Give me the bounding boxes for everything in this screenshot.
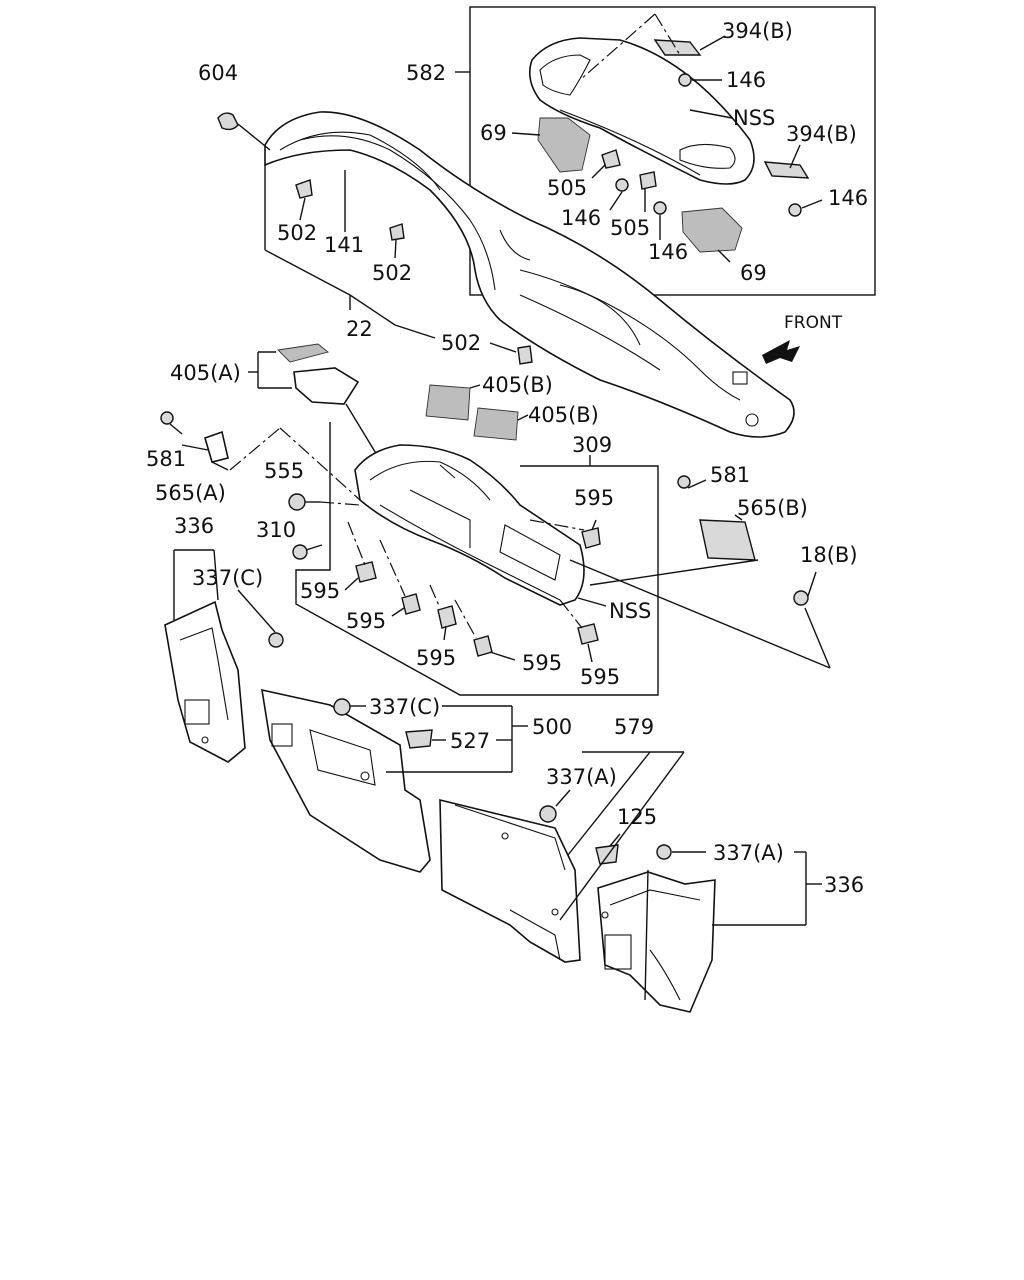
label-581-left: 581 bbox=[146, 447, 186, 471]
label-146-right: 146 bbox=[828, 186, 868, 210]
label-565a: 565(A) bbox=[155, 481, 226, 505]
label-405a: 405(A) bbox=[170, 361, 241, 385]
label-337c-mid: 337(C) bbox=[369, 695, 440, 719]
frame-309 bbox=[288, 422, 659, 696]
label-581-right: 581 bbox=[710, 463, 750, 487]
glove-box-579 bbox=[439, 751, 685, 963]
label-337a-right: 337(A) bbox=[713, 841, 784, 865]
label-582: 582 bbox=[406, 61, 446, 85]
label-front: FRONT bbox=[784, 313, 843, 333]
label-125: 125 bbox=[617, 805, 657, 829]
label-502-left: 502 bbox=[277, 221, 317, 245]
front-arrow bbox=[762, 340, 800, 364]
label-337c-left: 337(C) bbox=[192, 566, 263, 590]
label-555: 555 bbox=[264, 459, 304, 483]
dashboard-pad-22 bbox=[217, 111, 795, 438]
bracket-565b bbox=[569, 475, 831, 669]
label-141: 141 bbox=[324, 233, 364, 257]
label-595-f: 595 bbox=[580, 665, 620, 689]
label-336-right: 336 bbox=[824, 873, 864, 897]
label-22: 22 bbox=[346, 317, 373, 341]
label-527: 527 bbox=[450, 729, 490, 753]
label-69-right: 69 bbox=[740, 261, 767, 285]
label-595-a: 595 bbox=[574, 486, 614, 510]
label-309: 309 bbox=[572, 433, 612, 457]
label-502-mid: 502 bbox=[372, 261, 412, 285]
inset-box-582 bbox=[455, 6, 876, 296]
bracket-565a bbox=[160, 411, 361, 501]
label-146-top: 146 bbox=[726, 68, 766, 92]
side-cover-left-336 bbox=[164, 549, 284, 763]
label-595-c: 595 bbox=[346, 609, 386, 633]
side-cover-right-336 bbox=[597, 844, 822, 1013]
label-405b-2: 405(B) bbox=[528, 403, 599, 427]
label-604: 604 bbox=[198, 61, 238, 85]
label-595-d: 595 bbox=[416, 646, 456, 670]
label-579: 579 bbox=[614, 715, 654, 739]
lower-panel-500 bbox=[261, 688, 528, 873]
label-nss-top: NSS bbox=[733, 106, 775, 130]
label-310: 310 bbox=[256, 518, 296, 542]
part-labels: 604 582 394(B) 146 NSS 394(B) 69 505 146… bbox=[146, 19, 868, 897]
label-505-right: 505 bbox=[610, 216, 650, 240]
label-565b: 565(B) bbox=[737, 496, 808, 520]
label-nss-mid: NSS bbox=[609, 599, 651, 623]
label-69-left: 69 bbox=[480, 121, 507, 145]
label-500: 500 bbox=[532, 715, 572, 739]
label-337a-mid: 337(A) bbox=[546, 765, 617, 789]
label-405b-1: 405(B) bbox=[482, 373, 553, 397]
label-505-left: 505 bbox=[547, 176, 587, 200]
label-595-b: 595 bbox=[300, 579, 340, 603]
label-502-low: 502 bbox=[441, 331, 481, 355]
label-394b-right: 394(B) bbox=[786, 122, 857, 146]
label-18b: 18(B) bbox=[800, 543, 858, 567]
label-394b-top: 394(B) bbox=[722, 19, 793, 43]
vents-405 bbox=[248, 343, 529, 461]
label-146-low: 146 bbox=[648, 240, 688, 264]
label-595-e: 595 bbox=[522, 651, 562, 675]
label-336-left: 336 bbox=[174, 514, 214, 538]
label-146-mid: 146 bbox=[561, 206, 601, 230]
